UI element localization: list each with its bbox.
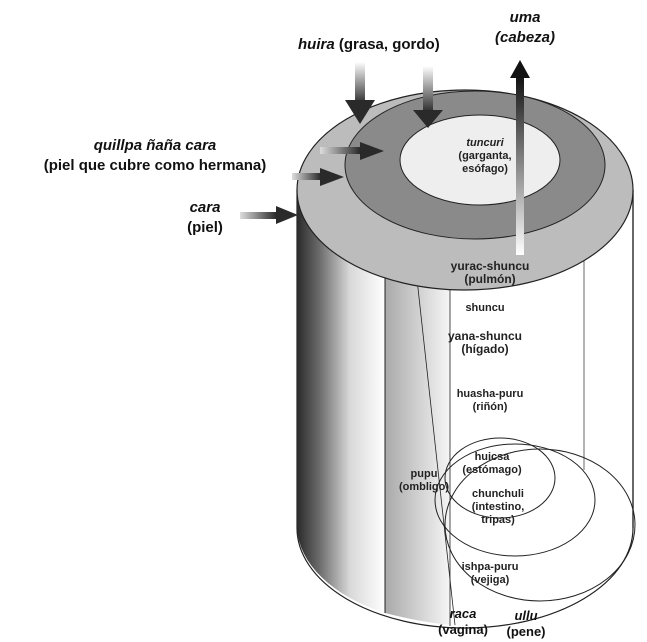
- shuncu-label: shuncu: [455, 302, 515, 315]
- cara-arrow-head: [276, 206, 298, 224]
- raca-label: raca (vagina): [428, 606, 498, 638]
- huasha-puru-label: huasha-puru (riñón): [445, 388, 535, 414]
- huicsa-label: huicsa (estómago): [452, 451, 532, 477]
- quillpa-arrow-1-shaft: [320, 147, 362, 154]
- chunchuli-label: chunchuli (intestino, tripas): [458, 488, 538, 527]
- uma-label: uma (cabeza): [480, 8, 570, 48]
- pupu-label: pupu (ombligo): [394, 468, 454, 494]
- quillpa-label: quillpa ñaña cara (piel que cubre como h…: [10, 136, 300, 176]
- ishpa-puru-label: ishpa-puru (vejiga): [450, 561, 530, 587]
- huira-arrow-2-shaft: [423, 66, 433, 114]
- yana-shuncu-label: yana-shuncu (hígado): [440, 330, 530, 356]
- tuncuri-label: tuncuri (garganta, esófago): [440, 137, 530, 176]
- cara-label: cara (piel): [175, 198, 235, 238]
- huira-arrow-1-shaft: [355, 62, 365, 106]
- huira-label: huira (grasa, gordo): [298, 36, 440, 53]
- uma-arrow-head: [510, 60, 530, 78]
- yurac-shuncu-label: yurac-shuncu (pulmón): [440, 260, 540, 286]
- cara-arrow-shaft: [240, 212, 278, 219]
- ullu-label: ullu (pene): [496, 608, 556, 640]
